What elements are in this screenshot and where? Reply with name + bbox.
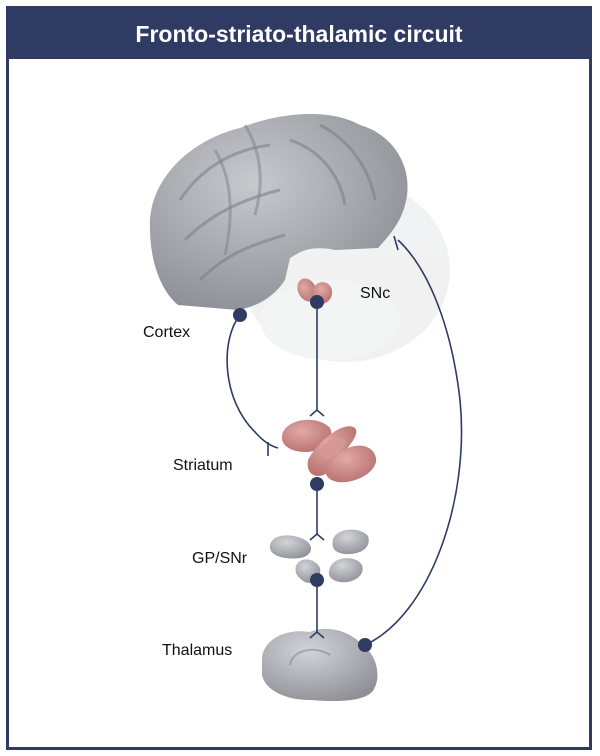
label-striatum: Striatum <box>173 457 233 474</box>
gp-snr-node <box>310 573 324 587</box>
snc-node <box>310 295 324 309</box>
striatum-shape <box>282 420 376 483</box>
striatum-node <box>310 477 324 491</box>
label-gp-snr: GP/SNr <box>192 550 248 567</box>
thalamus-shape <box>262 629 377 701</box>
label-snc: SNc <box>360 285 390 302</box>
cortex-node <box>233 308 247 322</box>
gp-input-tbar <box>310 534 324 540</box>
thalamus-node <box>358 638 372 652</box>
striatum-top-tbar <box>310 410 324 416</box>
label-thalamus: Thalamus <box>162 642 232 659</box>
label-cortex: Cortex <box>143 324 190 341</box>
